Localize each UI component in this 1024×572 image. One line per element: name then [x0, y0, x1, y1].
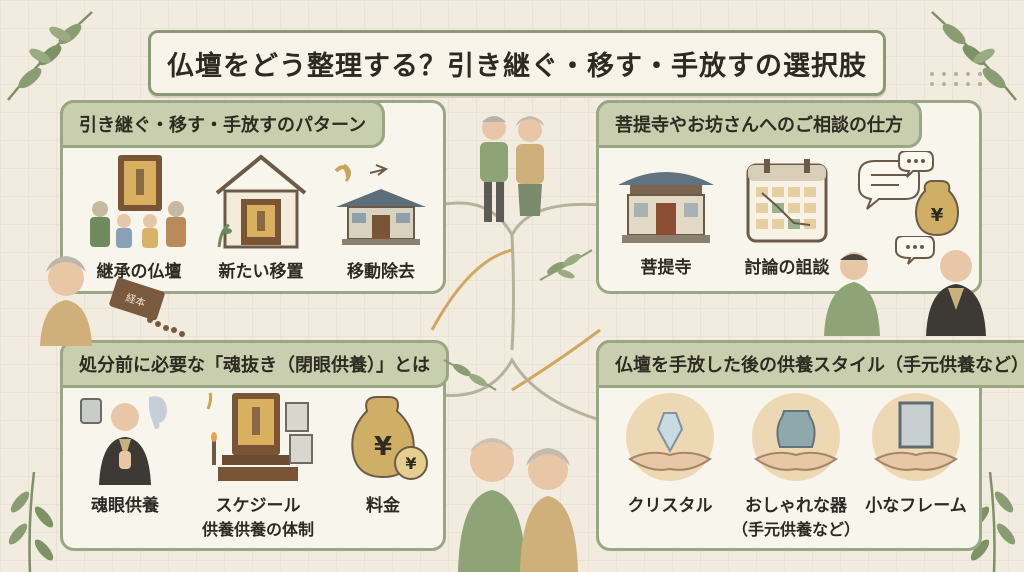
panel-consult-heading: 菩提寺やお坊さんへのご相談の仕方 — [596, 100, 922, 148]
item-label: 新たい移置 — [218, 262, 304, 282]
temple-icon — [618, 172, 714, 243]
item-label: 小なフレーム — [865, 496, 967, 516]
altar-offering-icon — [206, 392, 313, 481]
item-label-sub: （手元供養など） — [731, 520, 860, 539]
panel-patterns-heading: 引き継ぐ・移す・手放すのパターン — [60, 100, 386, 148]
item-schedule: スケジール 供養供養の体制 — [193, 389, 323, 540]
item-label: 料金 — [366, 496, 400, 516]
item-label: 継承の仏壇 — [96, 262, 182, 282]
item-fee: ¥ ¥ 料金 — [335, 389, 431, 516]
elderly-couple-top-icon — [480, 116, 544, 222]
item-label: クリスタル — [627, 496, 713, 516]
item-memorial-service: 魂眼供養 — [75, 389, 175, 516]
leaf-branch-top-left-icon — [7, 11, 93, 101]
item-label: おしゃれな器 — [745, 496, 847, 516]
olive-sprig-icon — [443, 359, 497, 391]
urn-in-hands-icon — [752, 393, 840, 481]
panel-memorial-style: 仏壇を手放した後の供養スタイル（手元供養など） クリスタル おしゃれな器 （手元… — [596, 340, 1024, 551]
panel-memorial-heading: 仏壇を手放した後の供養スタイル（手元供養など） — [596, 340, 1024, 388]
panel-soul-heading: 処分前に必要な「魂抜き（閉眼供養）」とは — [60, 340, 449, 388]
panel-soul-removal: 処分前に必要な「魂抜き（閉眼供養）」とは 魂眼供養 スケジール 供養供養の体制 — [60, 340, 449, 551]
house-altar-icon — [215, 154, 307, 249]
item-family-temple: 菩提寺 — [611, 155, 721, 278]
family-altar-icon — [90, 155, 186, 248]
decorative-dots — [930, 72, 984, 86]
monk-icon — [80, 396, 167, 485]
item-removal: 移動除去 — [321, 151, 441, 282]
chat-money-icon: ¥ — [858, 151, 959, 237]
yen-symbol: ¥ — [374, 432, 392, 462]
panel-consult: 菩提寺やお坊さんへのご相談の仕方 菩提寺 討論の詛談 — [596, 100, 982, 294]
money-bag-icon: ¥ ¥ — [351, 396, 428, 480]
leaf-branch-bottom-left-icon — [8, 471, 54, 572]
calendar-icon — [746, 159, 828, 243]
temple-icon — [334, 163, 426, 245]
grandma-with-sutra-icon: 経本 — [40, 256, 185, 346]
panel-patterns: 引き継ぐ・移す・手放すのパターン 継承の仏壇 新たい移置 — [60, 100, 446, 294]
yen-symbol: ¥ — [405, 454, 416, 473]
olive-sprig-icon — [539, 249, 593, 281]
leaf-branch-top-right-icon — [931, 11, 1017, 101]
yen-symbol: ¥ — [931, 205, 944, 226]
item-discussion: 討論の詛談 — [727, 155, 847, 278]
consulting-monk-icon — [824, 236, 986, 336]
frame-in-hands-icon — [872, 393, 960, 481]
crystal-in-hands-icon — [626, 393, 714, 481]
item-label: 討論の詛談 — [744, 258, 830, 278]
elderly-couple-bottom-icon — [458, 438, 578, 572]
item-small-frame: 小なフレーム — [861, 389, 971, 516]
item-label: 魂眼供養 — [91, 496, 159, 516]
item-label: 菩提寺 — [640, 258, 692, 278]
item-label: スケジール — [215, 496, 301, 516]
item-label-sub: 供養供養の体制 — [201, 520, 314, 539]
item-crystal: クリスタル — [615, 389, 725, 516]
item-stylish-vessel: おしゃれな器 （手元供養など） — [731, 389, 861, 540]
item-label: 移動除去 — [347, 262, 415, 282]
item-relocation: 新たい移置 — [201, 151, 321, 282]
page-title: 仏壇をどう整理する？引き継ぐ・移す・手放すの選択肢 — [148, 30, 886, 96]
item-inherited-altar: 継承の仏壇 — [79, 151, 199, 282]
